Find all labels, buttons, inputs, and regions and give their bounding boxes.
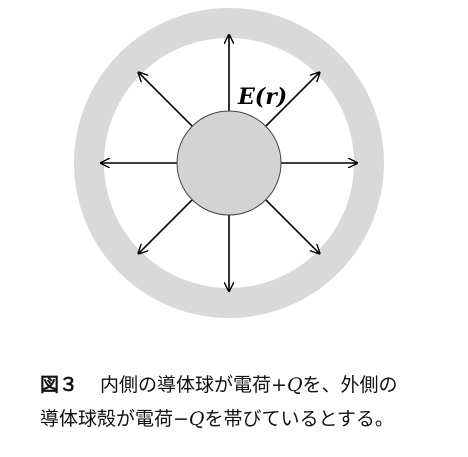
caption-line2-post: を帯びているとする。: [204, 408, 394, 430]
caption-charge-symbol-2: Q: [188, 408, 205, 430]
electric-field-arrows: [101, 35, 357, 291]
field-label-argument: (r): [255, 84, 287, 110]
field-arrow-upper-left: [138, 72, 193, 127]
caption-line2-pre: 導体球殻が電荷−: [40, 408, 189, 430]
concentric-spheres-diagram: E(r): [74, 8, 384, 318]
field-arrow-lower-left: [138, 199, 193, 254]
caption-line-1: 図３ 内側の導体球が電荷+Qを、外側の: [40, 368, 460, 402]
outer-conducting-shell: [74, 8, 384, 318]
caption-line1-post: を、外側の: [302, 374, 398, 396]
inner-conducting-sphere: [176, 110, 282, 216]
caption-line-2: 導体球殻が電荷−Qを帯びているとする。: [40, 402, 460, 436]
figure-number: 図３: [40, 374, 79, 396]
field-label-symbol: E: [237, 84, 256, 110]
caption-line1-pre: 内側の導体球が電荷+: [100, 374, 287, 396]
field-arrow-lower-right: [265, 199, 320, 254]
field-label: E(r): [237, 84, 287, 110]
caption-charge-symbol-1: Q: [286, 374, 303, 396]
field-arrow-upper-right: [265, 72, 320, 127]
